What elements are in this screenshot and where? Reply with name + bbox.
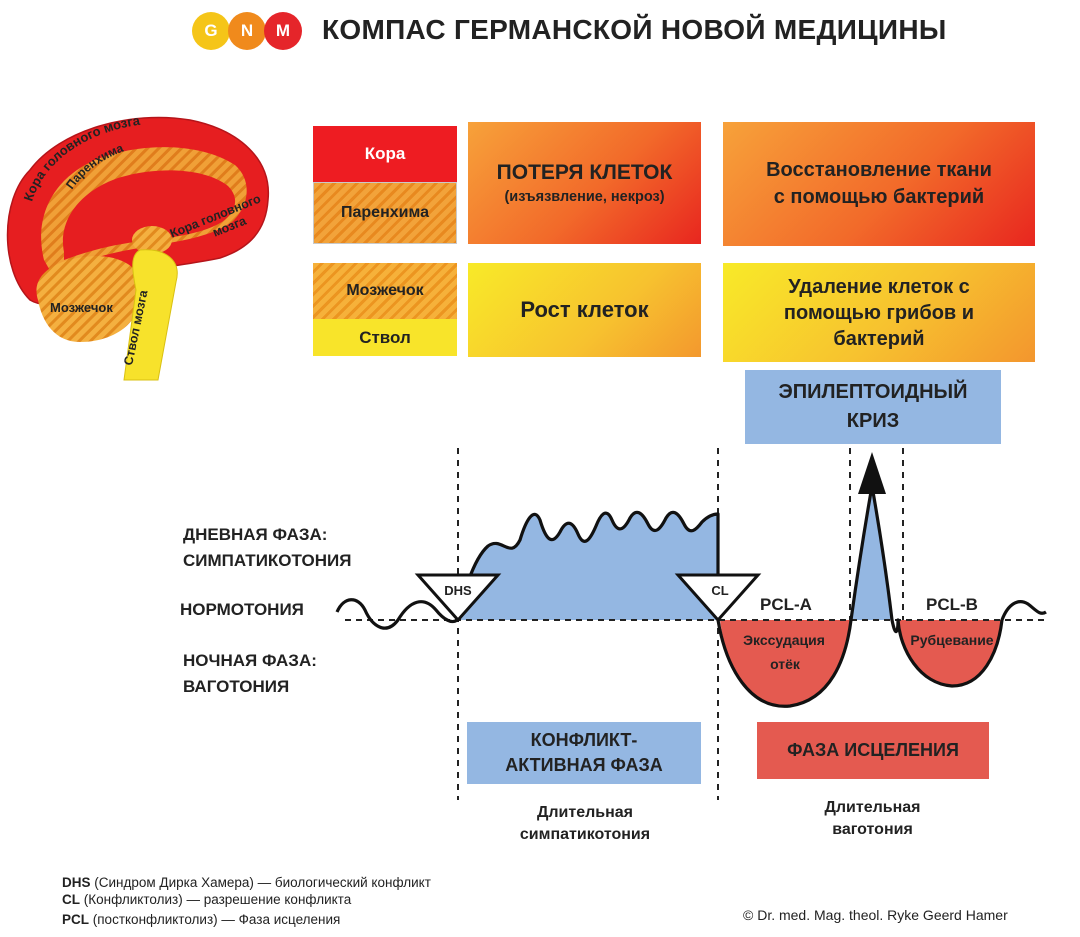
footer-cl-text: (Конфликтолиз) — разрешение конфликта: [80, 892, 351, 907]
scarring-label: Рубцевание: [910, 632, 993, 648]
dhs-marker-label: DHS: [444, 583, 472, 598]
footer-cl-definition: CL (Конфликтолиз) — разрешение конфликта: [62, 892, 351, 907]
exudation-label: Экссудация: [743, 632, 825, 648]
long-sympathicotonia-line1: Длительная: [480, 802, 690, 824]
footer-dhs-text: (Синдром Дирка Хамера) — биологический к…: [91, 875, 431, 890]
healing-phase-box: ФАЗА ИСЦЕЛЕНИЯ: [757, 722, 989, 779]
long-vagotonia-line1: Длительная: [770, 797, 975, 819]
sympathicotonia-area: [457, 512, 718, 620]
epileptoid-spike-area: [851, 486, 892, 620]
footer-pcl-definition: PCL (постконфликтолиз) — Фаза исцеления: [62, 912, 340, 927]
long-sympathicotonia-line2: симпатикотония: [480, 824, 690, 846]
long-vagotonia-line2: ваготония: [770, 819, 975, 841]
footer-pcl-abbr: PCL: [62, 912, 89, 927]
footer-pcl-text: (постконфликтолиз) — Фаза исцеления: [89, 912, 340, 927]
copyright: © Dr. med. Mag. theol. Ryke Geerd Hamer: [743, 907, 1008, 923]
long-vagotonia-caption: Длительная ваготония: [770, 797, 975, 841]
conflict-active-line1: КОНФЛИКТ-: [531, 728, 638, 753]
conflict-active-line2: АКТИВНАЯ ФАЗА: [505, 753, 663, 778]
long-sympathicotonia-caption: Длительная симпатикотония: [480, 802, 690, 846]
pcl-a-label: PCL-A: [760, 595, 812, 614]
conflict-active-phase-box: КОНФЛИКТ- АКТИВНАЯ ФАЗА: [467, 722, 701, 784]
pcl-b-label: PCL-B: [926, 595, 978, 614]
edema-label: отёк: [770, 656, 801, 672]
footer-cl-abbr: CL: [62, 892, 80, 907]
healing-phase-label: ФАЗА ИСЦЕЛЕНИЯ: [787, 740, 959, 761]
footer-dhs-definition: DHS (Синдром Дирка Хамера) — биологическ…: [62, 875, 431, 890]
vagotonia-area-scarring: [898, 620, 1002, 686]
cl-marker-label: CL: [711, 583, 728, 598]
epileptoid-arrow-head: [858, 452, 886, 494]
footer-dhs-abbr: DHS: [62, 875, 91, 890]
